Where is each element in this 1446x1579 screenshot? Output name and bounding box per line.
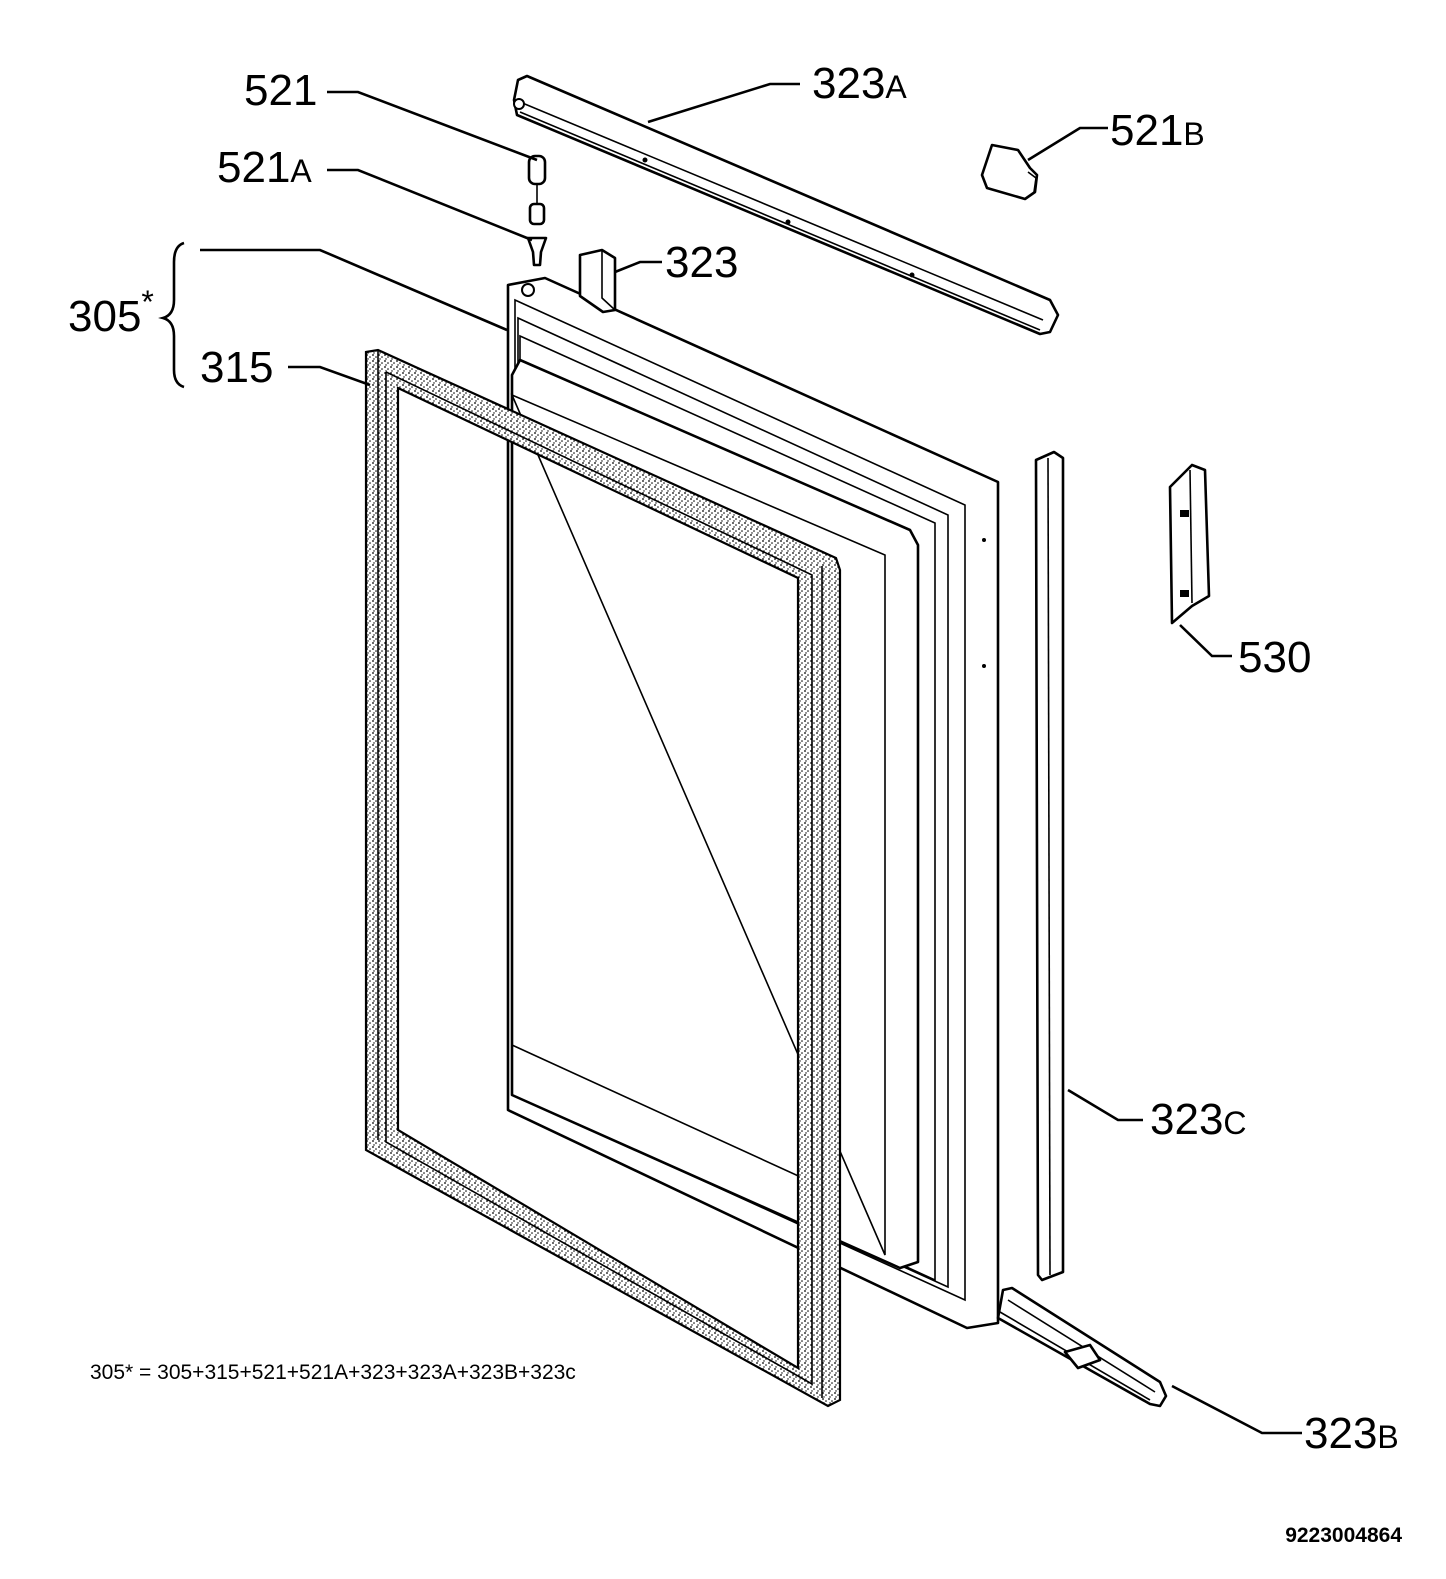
handle-530 [1168,463,1211,625]
leader-521a [327,168,533,242]
label-530: 530 [1238,633,1311,682]
door-gasket-315 [364,348,842,1408]
label-323: 323 [665,238,738,287]
leader-530 [1179,624,1232,658]
label-521a: 521A [217,143,312,192]
group-brace-305 [158,241,185,389]
label-521: 521 [244,66,317,115]
label-521b: 521B [1110,106,1205,155]
leader-521 [327,90,538,162]
assembly-formula: 305* = 305+315+521+521A+323+323A+323B+32… [90,1361,576,1384]
label-315: 315 [200,343,273,392]
leader-323c [1067,1088,1143,1122]
cap-521b [980,143,1039,201]
leader-305 [200,248,508,332]
label-323a: 323A [812,59,907,108]
leader-lines [200,82,1302,1435]
leader-323b [1171,1384,1302,1435]
top-rail-323a [512,74,1060,336]
hinge-pin-521 [527,154,547,226]
hinge-cover-323 [578,248,617,314]
door-panel-305 [506,276,1000,1330]
document-id: 9223004864 [1285,1524,1402,1547]
hinge-bushing-521a [526,236,548,267]
bottom-rail-323b [996,1286,1168,1408]
side-strip-323c [1034,450,1065,1282]
label-323b: 323B [1304,1409,1399,1458]
hinge-hole [521,283,535,297]
label-305: 305* [68,284,154,341]
label-323c: 323C [1150,1095,1247,1144]
leader-323a [647,82,800,124]
leader-315 [288,365,371,387]
leader-521b [1027,126,1108,162]
leader-323 [614,260,662,274]
